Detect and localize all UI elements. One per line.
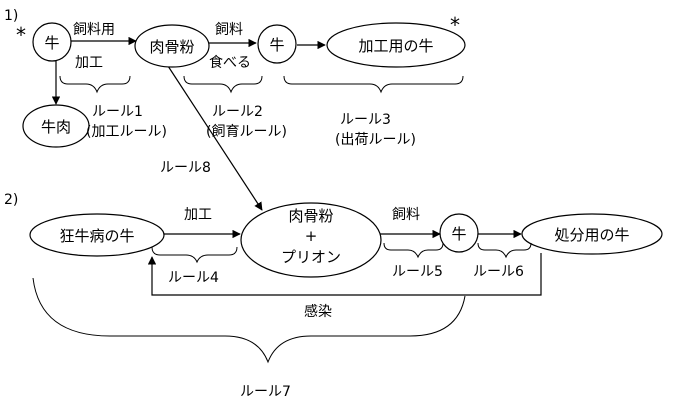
asterisk-mark-right: * — [450, 13, 460, 37]
label-process-1: 加工 — [75, 55, 103, 71]
rule-7-label: ルール7 — [240, 384, 291, 400]
brace-rule-5 — [383, 242, 444, 259]
node-bonemeal-prion-label-3: プリオン — [281, 248, 341, 266]
rule-6-label: ルール6 — [473, 264, 524, 280]
node-cow-1 — [32, 22, 72, 62]
asterisk-mark-left: * — [16, 23, 26, 47]
rule-1-sublabel: (加工ルール) — [86, 124, 167, 140]
node-cow-3-label: 牛 — [451, 225, 466, 243]
brace-rule-7 — [32, 277, 466, 364]
node-disposal-cow-label: 処分用の牛 — [554, 226, 629, 244]
edge-bonemeal-to-prion — [167, 65, 263, 211]
rule-5-label: ルール5 — [392, 264, 443, 280]
brace-rule-3 — [283, 75, 464, 94]
label-process-2: 加工 — [184, 207, 212, 223]
brace-rule-2 — [183, 75, 263, 94]
rule-2-sublabel: (飼育ルール) — [206, 124, 287, 140]
label-feed-2: 飼料 — [392, 207, 420, 223]
rule-4-label: ルール4 — [168, 270, 219, 286]
node-beef-label: 牛肉 — [41, 118, 71, 136]
label-feed-use: 飼料用 — [73, 22, 115, 38]
node-bonemeal-prion-label-2: + — [305, 227, 318, 245]
label-eat: 食べる — [209, 54, 251, 71]
node-bonemeal-label: 肉骨粉 — [149, 38, 194, 56]
node-processed-cow — [326, 22, 466, 68]
rule-1-label: ルール1 — [92, 104, 143, 120]
brace-rule-6 — [477, 242, 532, 259]
node-disposal-cow — [521, 213, 663, 255]
node-bonemeal-prion-label-1: 肉骨粉 — [288, 207, 333, 225]
node-bse-cow-label: 狂牛病の牛 — [59, 227, 134, 245]
brace-rule-4 — [151, 246, 238, 264]
node-cow-2-label: 牛 — [269, 36, 284, 54]
label-infection: 感染 — [304, 303, 332, 320]
node-processed-cow-label: 加工用の牛 — [358, 37, 433, 55]
label-feed-1: 飼料 — [215, 22, 243, 38]
node-cow-1-label: 牛 — [44, 34, 59, 52]
section-2-label: 2) — [4, 192, 18, 208]
node-cow-2 — [257, 24, 297, 64]
rule-3-sublabel: (出荷ルール) — [335, 132, 416, 148]
node-bse-cow — [29, 213, 165, 257]
node-bonemeal-prion — [240, 202, 382, 278]
rule-2-label: ルール2 — [212, 104, 263, 120]
brace-rule-1 — [59, 75, 131, 94]
node-cow-3 — [439, 213, 479, 253]
edge-infection-loop — [147, 253, 542, 296]
rule-3-label: ルール3 — [340, 112, 391, 128]
node-bonemeal — [134, 24, 210, 68]
section-1-label: 1) — [4, 8, 18, 24]
node-beef — [22, 104, 90, 148]
label-rule-8: ルール8 — [160, 160, 211, 176]
